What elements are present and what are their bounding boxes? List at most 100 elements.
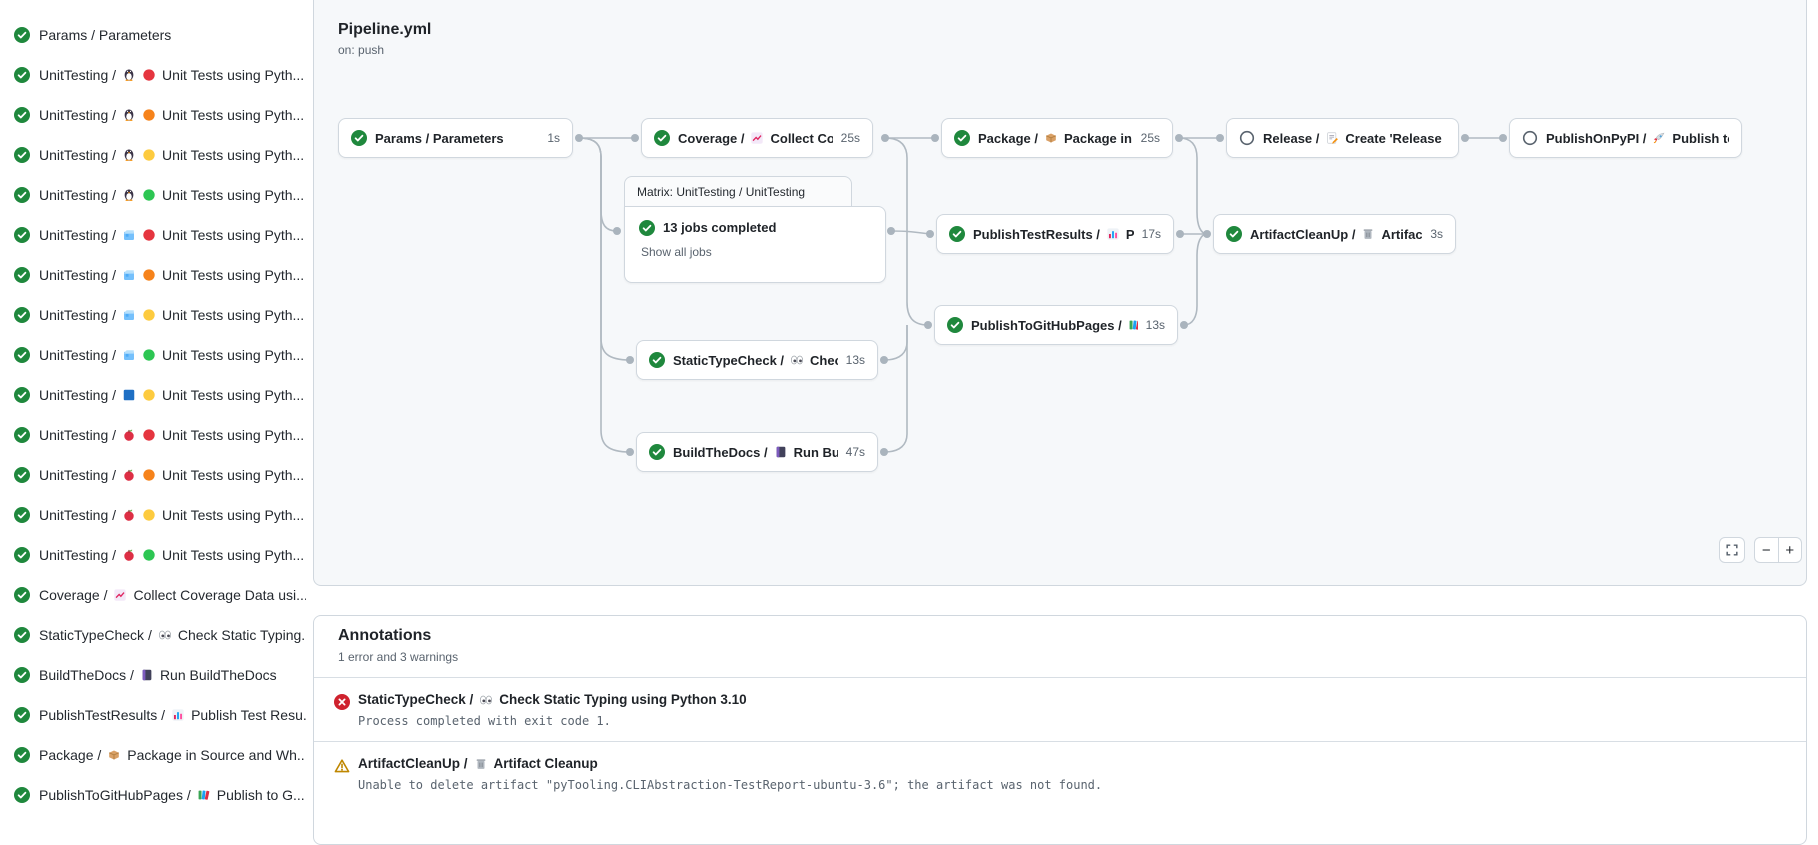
job-node-build-the-docs[interactable]: BuildTheDocs /Run Buil...47s	[636, 432, 878, 472]
sidebar-job-item[interactable]: Package /Package in Source and Wh...	[0, 735, 306, 775]
sidebar-job-item[interactable]: UnitTesting /Unit Tests using Pyth...	[0, 295, 306, 335]
job-node-artifact-cleanup[interactable]: ArtifactCleanUp /Artifac...3s	[1213, 214, 1456, 254]
matrix-group-card[interactable]: 13 jobs completed Show all jobs	[624, 206, 886, 283]
sidebar-job-item[interactable]: PublishToGitHubPages /Publish to G...	[0, 775, 306, 815]
sidebar-job-item[interactable]: UnitTesting /Unit Tests using Pyth...	[0, 415, 306, 455]
sidebar-job-item[interactable]: UnitTesting /Unit Tests using Pyth...	[0, 535, 306, 575]
books-icon	[1129, 320, 1138, 330]
connector-dot	[631, 134, 639, 142]
connector-dot	[626, 356, 634, 364]
circle-yellow-icon	[143, 389, 155, 401]
circle-red-icon	[143, 69, 155, 81]
sidebar-job-item[interactable]: UnitTesting /Unit Tests using Pyth...	[0, 375, 306, 415]
job-node-coverage[interactable]: Coverage /Collect Cove...25s	[641, 118, 873, 158]
annotations-list: StaticTypeCheck /Check Static Typing usi…	[314, 677, 1806, 805]
sidebar-job-label: Package /Package in Source and Wh...	[39, 747, 306, 763]
check-circle-icon	[14, 387, 30, 403]
error-status-slot	[334, 693, 350, 728]
job-node-publish-on-pypi[interactable]: PublishOnPyPI /Publish to ...	[1509, 118, 1742, 158]
job-node-label: BuildTheDocs /Run Buil...	[673, 444, 838, 460]
check-circle-icon	[14, 467, 30, 483]
connector-dot	[926, 230, 934, 238]
connector-dot	[626, 448, 634, 456]
rocket-icon	[1654, 132, 1665, 144]
check-circle-icon	[14, 587, 30, 603]
zoom-control-group: − +	[1754, 537, 1802, 563]
fullscreen-button[interactable]	[1719, 537, 1745, 563]
blue-square-icon	[123, 389, 135, 401]
job-duration: 13s	[845, 353, 865, 367]
warning-triangle-icon	[334, 759, 350, 773]
connector-dot	[1216, 134, 1224, 142]
apple-icon	[124, 469, 134, 481]
sidebar-job-item[interactable]: UnitTesting /Unit Tests using Pyth...	[0, 175, 306, 215]
eyes-icon	[790, 355, 804, 365]
package-icon	[109, 750, 120, 760]
skipped-circle-icon	[1522, 130, 1538, 146]
sidebar-job-item[interactable]: StaticTypeCheck /Check Static Typing...	[0, 615, 306, 655]
annotation-body: StaticTypeCheck /Check Static Typing usi…	[358, 692, 747, 728]
job-node-package[interactable]: Package /Package in So...25s	[941, 118, 1173, 158]
zoom-in-button[interactable]: +	[1785, 541, 1795, 559]
circle-green-icon	[143, 549, 155, 561]
sidebar-job-item[interactable]: UnitTesting /Unit Tests using Pyth...	[0, 335, 306, 375]
check-circle-icon	[14, 627, 30, 643]
job-node-publish-to-github-pages[interactable]: PublishToGitHubPages /...13s	[934, 305, 1178, 345]
check-circle-icon	[14, 27, 30, 43]
edge	[578, 137, 618, 232]
sidebar-job-item[interactable]: UnitTesting /Unit Tests using Pyth...	[0, 255, 306, 295]
annotation-job-link[interactable]: StaticTypeCheck /Check Static Typing usi…	[358, 692, 747, 707]
annotation-job-link[interactable]: ArtifactCleanUp /Artifact Cleanup	[358, 756, 598, 771]
sidebar-job-item[interactable]: BuildTheDocs /Run BuildTheDocs	[0, 655, 306, 695]
job-duration: 13s	[1145, 318, 1165, 332]
sidebar-job-item[interactable]: UnitTesting /Unit Tests using Pyth...	[0, 455, 306, 495]
check-circle-icon	[14, 667, 30, 683]
circle-yellow-icon	[143, 309, 155, 321]
job-duration: 17s	[1141, 227, 1161, 241]
circle-yellow-icon	[143, 509, 155, 521]
connector-dot	[887, 227, 895, 235]
connector-dot	[613, 227, 621, 235]
annotation-message: Unable to delete artifact "pyTooling.CLI…	[358, 778, 1103, 792]
package-icon	[1046, 133, 1056, 143]
job-node-label: Package /Package in So...	[978, 130, 1133, 146]
notebook-icon	[776, 446, 785, 458]
show-all-jobs-link[interactable]: Show all jobs	[641, 244, 712, 259]
matrix-group-title: Matrix: UnitTesting / UnitTesting	[637, 184, 806, 199]
books-icon	[198, 790, 210, 800]
sidebar-job-item[interactable]: UnitTesting /Unit Tests using Pyth...	[0, 95, 306, 135]
sidebar-job-item[interactable]: UnitTesting /Unit Tests using Pyth...	[0, 135, 306, 175]
zoom-out-button[interactable]: −	[1755, 538, 1779, 562]
check-circle-icon	[14, 507, 30, 523]
connector-dot	[880, 356, 888, 364]
sidebar-job-item[interactable]: UnitTesting /Unit Tests using Pyth...	[0, 215, 306, 255]
sidebar-job-item[interactable]: UnitTesting /Unit Tests using Pyth...	[0, 495, 306, 535]
matrix-group-tab: Matrix: UnitTesting / UnitTesting	[624, 176, 852, 206]
job-node-static-type-check[interactable]: StaticTypeCheck /Chec...13s	[636, 340, 878, 380]
penguin-icon	[124, 69, 134, 81]
penguin-icon	[124, 189, 134, 201]
check-circle-icon	[14, 347, 30, 363]
job-duration: 1s	[547, 131, 560, 145]
check-circle-icon	[1226, 226, 1242, 242]
error-x-circle-icon	[334, 693, 350, 710]
sidebar-job-label: StaticTypeCheck /Check Static Typing...	[39, 627, 306, 643]
sidebar-job-item[interactable]: UnitTesting /Unit Tests using Pyth...	[0, 55, 306, 95]
check-circle-icon	[654, 130, 670, 146]
notebook-icon	[142, 669, 152, 681]
edge	[1178, 137, 1208, 235]
barchart-icon	[172, 709, 184, 721]
penguin-icon	[124, 109, 134, 121]
eyes-icon	[480, 695, 493, 704]
sidebar-job-item[interactable]: Coverage /Collect Coverage Data usi...	[0, 575, 306, 615]
job-node-release[interactable]: Release /Create 'Release P...	[1226, 118, 1459, 158]
sidebar-job-item[interactable]: PublishTestResults /Publish Test Resu...	[0, 695, 306, 735]
job-node-publish-test-results[interactable]: PublishTestResults /Pu...17s	[936, 214, 1174, 254]
annotations-title: Annotations	[338, 627, 432, 644]
sidebar-job-item[interactable]: Params / Parameters	[0, 15, 306, 55]
circle-green-icon	[143, 349, 155, 361]
job-node-label: Release /Create 'Release P...	[1263, 130, 1446, 146]
